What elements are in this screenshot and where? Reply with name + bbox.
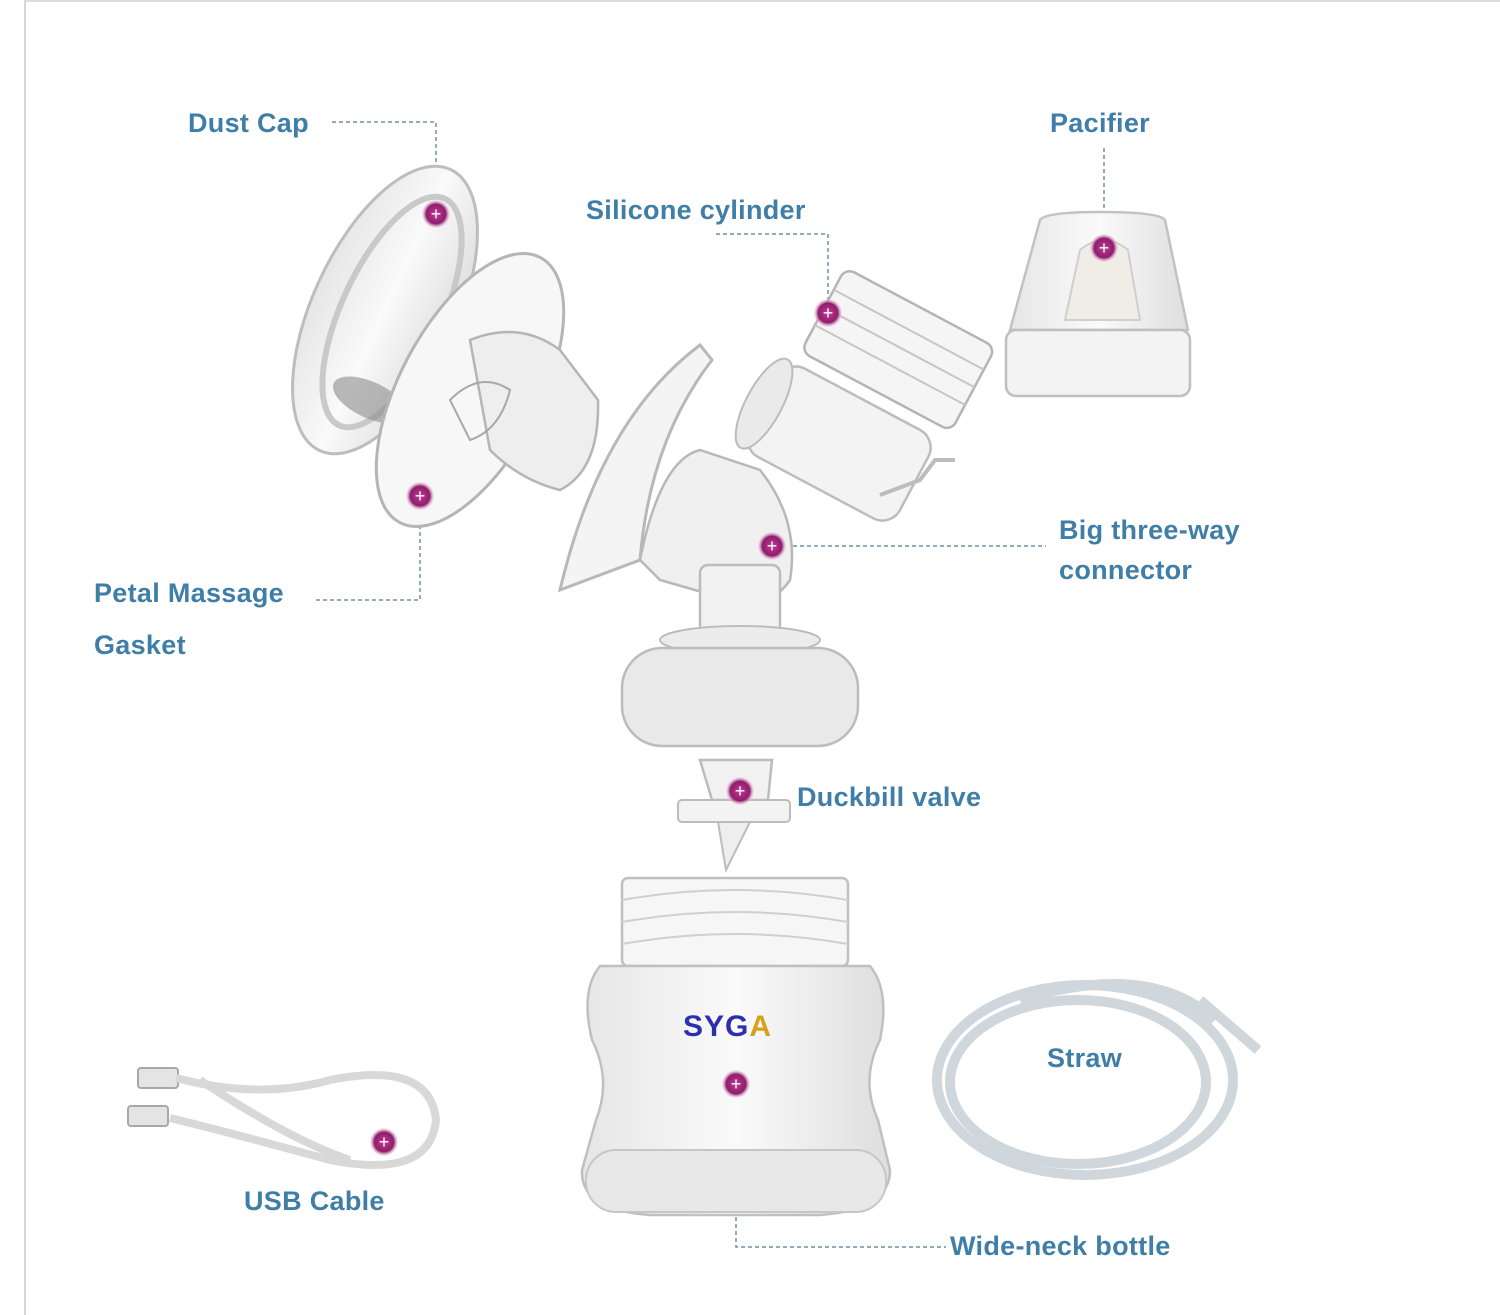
brand-accent: A <box>749 1010 773 1043</box>
marker-pacifier: + <box>1090 234 1118 262</box>
label-usb-cable: USB Cable <box>244 1186 385 1216</box>
marker-bottle: + <box>722 1070 750 1098</box>
svg-text:+: + <box>735 781 746 801</box>
duckbill-valve-part <box>677 758 791 874</box>
label-dust-cap: Dust Cap <box>188 108 309 138</box>
pacifier-part <box>1004 210 1192 398</box>
brand-logo: SYGA <box>683 1010 772 1044</box>
markers: + + + + + + + + <box>370 200 1118 1156</box>
brand-main: SYG <box>683 1010 750 1043</box>
svg-text:+: + <box>767 536 778 556</box>
marker-petal-gasket: + <box>406 482 434 510</box>
silicone-cylinder-part <box>803 269 994 430</box>
label-three-way-line2: connector <box>1059 555 1193 585</box>
marker-three-way: + <box>758 532 786 560</box>
leader-silicone-cylinder <box>716 233 829 312</box>
marker-usb: + <box>370 1128 398 1156</box>
straw-part <box>932 979 1262 1180</box>
label-silicone-cylinder: Silicone cylinder <box>586 195 806 225</box>
marker-silicone-cylinder: + <box>814 299 842 327</box>
bottle-part <box>580 876 892 1217</box>
svg-text:+: + <box>1099 238 1110 258</box>
svg-text:+: + <box>823 303 834 323</box>
label-three-way-connector: Big three-way connector <box>1059 510 1240 590</box>
svg-text:+: + <box>731 1074 742 1094</box>
svg-text:+: + <box>415 486 426 506</box>
label-petal-line2: Gasket <box>94 630 186 660</box>
label-straw: Straw <box>1047 1043 1123 1073</box>
leader-bottle <box>735 1084 946 1248</box>
label-wide-neck-bottle: Wide-neck bottle <box>950 1231 1171 1261</box>
label-three-way-line1: Big three-way <box>1059 515 1240 545</box>
label-duckbill-valve: Duckbill valve <box>797 782 982 812</box>
svg-text:+: + <box>431 204 442 224</box>
petal-gasket-part <box>374 252 600 528</box>
label-petal-line1: Petal Massage <box>94 578 284 608</box>
label-petal-massage-gasket: Petal Massage Gasket <box>94 567 284 671</box>
pump-body-part <box>557 342 955 748</box>
label-pacifier: Pacifier <box>1050 108 1150 138</box>
svg-text:+: + <box>379 1132 390 1152</box>
marker-dust-cap: + <box>422 200 450 228</box>
marker-duckbill: + <box>726 777 754 805</box>
diagram-frame <box>24 0 1500 1315</box>
usb-cable-part <box>127 1067 441 1169</box>
